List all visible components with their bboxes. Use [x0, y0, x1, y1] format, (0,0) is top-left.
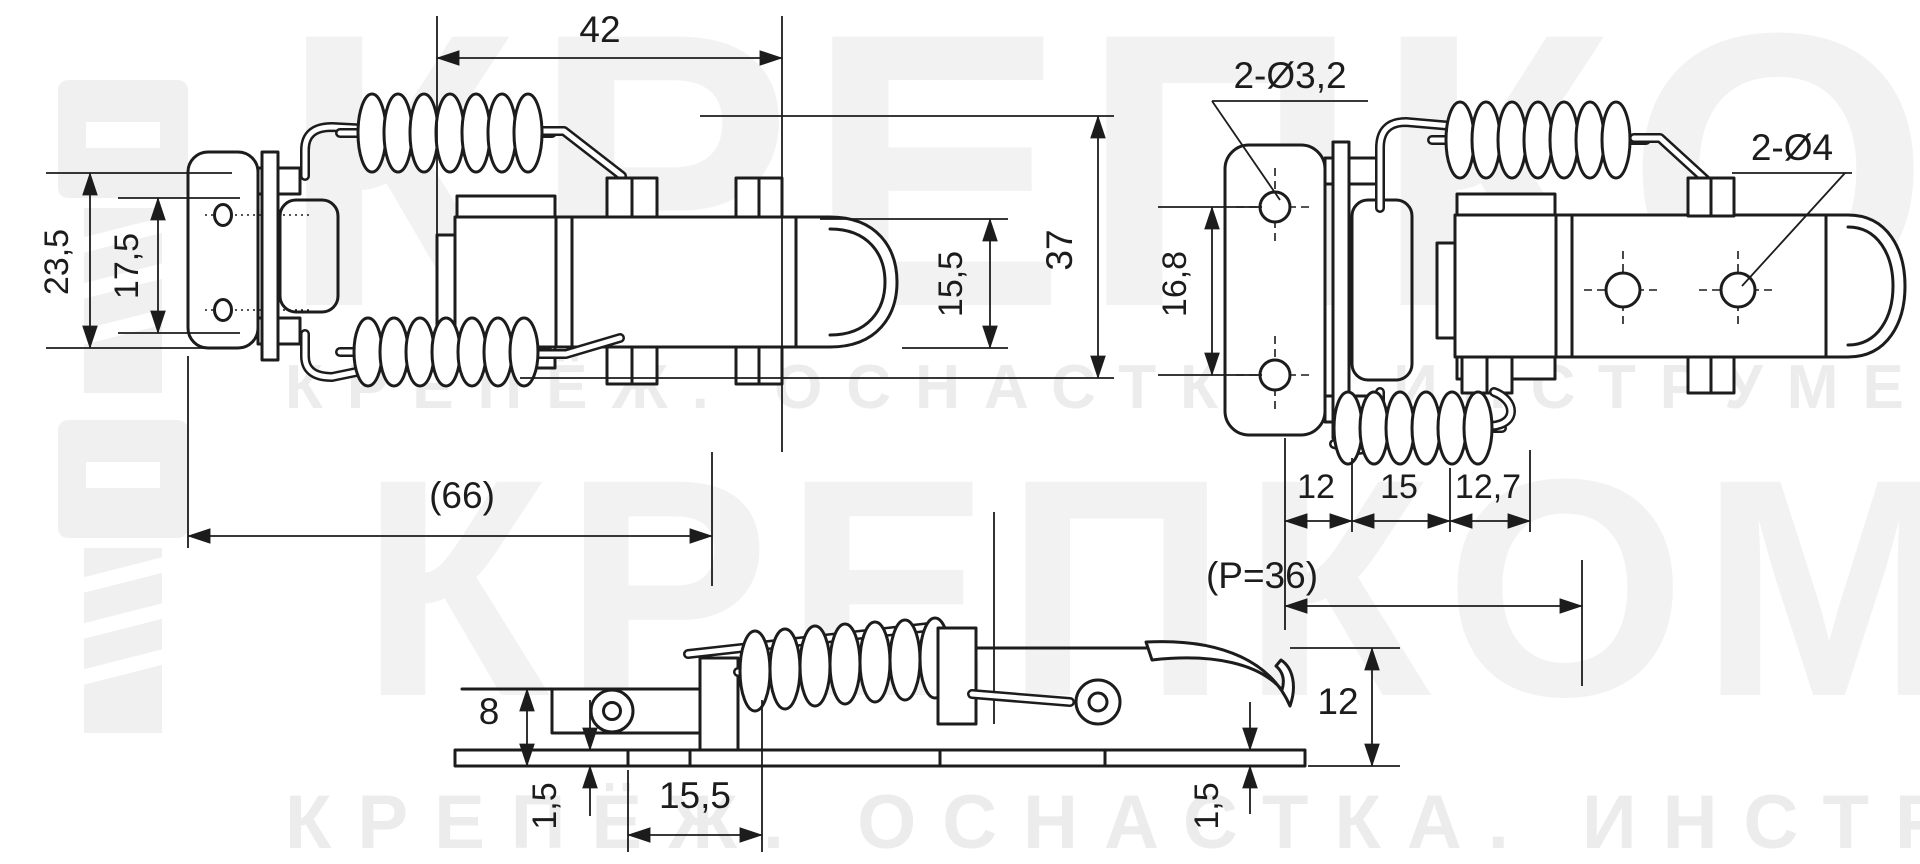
- latch-side-geometry: [453, 616, 1307, 768]
- hinge-loop: [278, 198, 340, 314]
- mounting-plate: [1223, 143, 1327, 437]
- tagline-watermark-lower: КРЕПЁЖ. ОСНАСТКА. ИНСТРУМЕНТ: [285, 780, 1920, 864]
- mounting-hole: [213, 298, 233, 322]
- lower-spring: [352, 316, 540, 388]
- dim-23-5: 23,5: [38, 172, 232, 349]
- dim-1-5-left-label: 1,5: [526, 782, 564, 829]
- dim-1-5-left: 1,5: [526, 700, 612, 830]
- latch-hook: [794, 215, 899, 349]
- dim-15-5: 15,5: [820, 218, 1008, 349]
- watermark-layer: КРЕПКОМ КРЕПКОМ КРЕПЁЖ. ОСНАСТКА. ИНСТРУ…: [58, 0, 1920, 864]
- dim-42-label: 42: [579, 9, 620, 50]
- base-strip: [453, 748, 1307, 768]
- upper-spring: [356, 92, 544, 174]
- dim-15-5-bottom: 15,5: [627, 700, 763, 852]
- lower-spring: [1332, 390, 1494, 466]
- latch-open-geometry: [1223, 100, 1907, 466]
- dim-8: 8: [479, 688, 535, 767]
- latch-body: [1453, 213, 1842, 359]
- dim-8-label: 8: [479, 691, 500, 732]
- dim-37: 37: [520, 115, 1114, 379]
- mounting-hole: [1258, 190, 1292, 224]
- dim-1-5-right: 1,5: [1188, 702, 1292, 830]
- dim-15-5-label: 15,5: [932, 251, 970, 317]
- callout-2-d3-2-label: 2-Ø3,2: [1233, 55, 1346, 96]
- dim-42: 42: [436, 9, 783, 452]
- mounting-hole: [1258, 358, 1292, 392]
- dim-12-15-12-7: 12 15 12,7: [1284, 438, 1531, 630]
- dim-66: (66): [187, 356, 995, 724]
- dim-1-5-right-label: 1,5: [1188, 782, 1226, 829]
- mounting-hole: [213, 203, 233, 227]
- logo-bolt-icon: [58, 420, 188, 733]
- dim-12-side: 12: [1290, 647, 1400, 767]
- callout-2-d4: 2-Ø4: [1732, 127, 1852, 287]
- dim-15-label: 15: [1380, 468, 1418, 506]
- dim-37-label: 37: [1039, 229, 1080, 270]
- dim-p36-label: (P=36): [1206, 555, 1318, 596]
- dim-16-8: 16,8: [1156, 206, 1262, 376]
- view-top-open: 2-Ø3,2 2-Ø4 16,8 12 15 12,7: [1156, 55, 1907, 686]
- dim-16-8-label: 16,8: [1156, 251, 1194, 317]
- upper-spring: [1444, 100, 1632, 180]
- dim-17-5: 17,5: [108, 197, 240, 334]
- callout-2-d4-label: 2-Ø4: [1751, 127, 1833, 168]
- dim-15-5-bottom-label: 15,5: [659, 775, 731, 816]
- catch-hook: [1144, 640, 1295, 708]
- dim-66-label: (66): [429, 475, 495, 516]
- dim-p36: (P=36): [1206, 555, 1583, 686]
- latch-hole: [1604, 271, 1642, 309]
- dim-12-7-label: 12,7: [1455, 468, 1521, 506]
- dim-12-side-label: 12: [1317, 681, 1358, 722]
- callout-2-d3-2: 2-Ø3,2: [1211, 55, 1368, 201]
- dim-23-5-label: 23,5: [38, 229, 76, 295]
- view-side: 8 1,5 15,5 12 1,5: [453, 616, 1400, 852]
- dim-12-label: 12: [1297, 468, 1335, 506]
- view-top-closed: 42 23,5 17,5 15,5 37: [38, 9, 1114, 724]
- dim-17-5-label: 17,5: [108, 233, 146, 299]
